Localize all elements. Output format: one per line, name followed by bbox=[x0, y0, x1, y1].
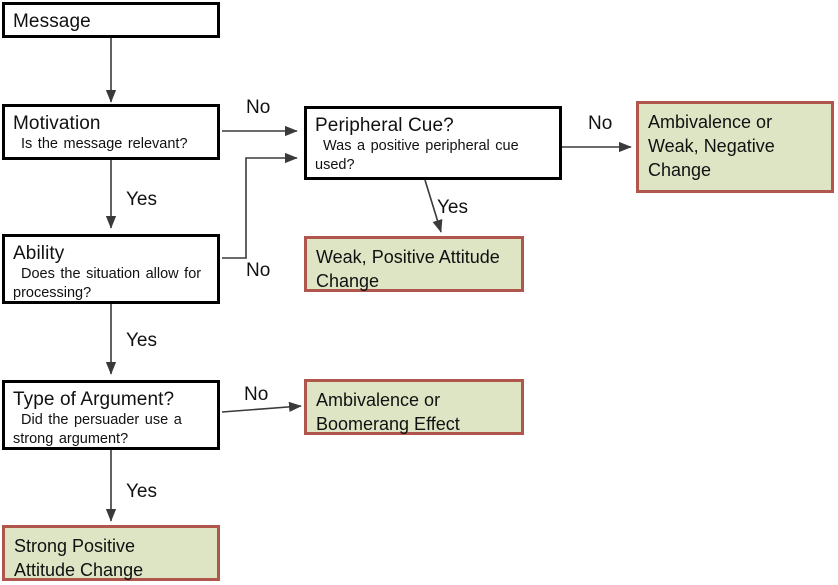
node-ability-title: Ability bbox=[13, 243, 65, 264]
edge-label-motivation-yes: Yes bbox=[126, 189, 157, 210]
edge-label-argument-yes: Yes bbox=[126, 481, 157, 502]
edge-label-ability-yes: Yes bbox=[126, 330, 157, 351]
node-message[interactable]: Message bbox=[2, 2, 220, 38]
node-ability-subtitle: Does the situation allow for processing? bbox=[13, 266, 202, 301]
node-type-of-argument-title: Type of Argument? bbox=[13, 389, 175, 410]
outcome-ambivalence-weak-negative-line-1: Ambivalence or bbox=[648, 112, 773, 132]
outcome-weak-positive-line-2: Change bbox=[316, 271, 380, 291]
outcome-strong-positive-line-1: Strong Positive bbox=[14, 536, 136, 556]
outcome-strong-positive-line-2: Attitude Change bbox=[14, 560, 144, 580]
outcome-ambivalence-boomerang-line-1: Ambivalence or bbox=[316, 390, 441, 410]
node-motivation-title: Motivation bbox=[13, 113, 101, 134]
edge-ability-no-to-peripheral bbox=[222, 152, 298, 259]
node-peripheral-cue-title: Peripheral Cue? bbox=[315, 115, 454, 136]
node-type-of-argument[interactable]: Type of Argument? Did the persuader use … bbox=[2, 380, 220, 450]
edge-label-peripheral-no: No bbox=[588, 113, 613, 134]
edge-label-peripheral-yes: Yes bbox=[437, 197, 468, 218]
edge-label-argument-no: No bbox=[244, 384, 269, 405]
node-ability[interactable]: Ability Does the situation allow for pro… bbox=[2, 234, 220, 304]
outcome-ambivalence-weak-negative-line-3: Change bbox=[648, 160, 712, 180]
outcome-ambivalence-boomerang-effect[interactable]: Ambivalence or Boomerang Effect bbox=[304, 379, 524, 435]
outcome-weak-positive-line-1: Weak, Positive Attitude bbox=[316, 247, 500, 267]
outcome-ambivalence-weak-negative-line-2: Weak, Negative bbox=[648, 136, 775, 156]
node-type-of-argument-subtitle: Did the persuader use a strong argument? bbox=[13, 412, 182, 447]
node-peripheral-cue-subtitle: Was a positive peripheral cue used? bbox=[315, 138, 519, 173]
edge-label-ability-no: No bbox=[246, 260, 271, 281]
node-peripheral-cue[interactable]: Peripheral Cue? Was a positive periphera… bbox=[304, 106, 562, 180]
outcome-strong-positive-attitude-change[interactable]: Strong Positive Attitude Change bbox=[2, 525, 220, 581]
node-motivation-subtitle: Is the message relevant? bbox=[21, 136, 188, 152]
edge-label-motivation-no: No bbox=[246, 97, 271, 118]
outcome-ambivalence-boomerang-line-2: Boomerang Effect bbox=[316, 414, 460, 434]
node-motivation[interactable]: Motivation Is the message relevant? bbox=[2, 104, 220, 160]
outcome-weak-positive-attitude-change[interactable]: Weak, Positive Attitude Change bbox=[304, 236, 524, 292]
node-message-title: Message bbox=[13, 11, 91, 32]
edge-argument-no-to-boomerang bbox=[221, 401, 302, 413]
outcome-ambivalence-weak-negative[interactable]: Ambivalence or Weak, Negative Change bbox=[636, 101, 834, 193]
